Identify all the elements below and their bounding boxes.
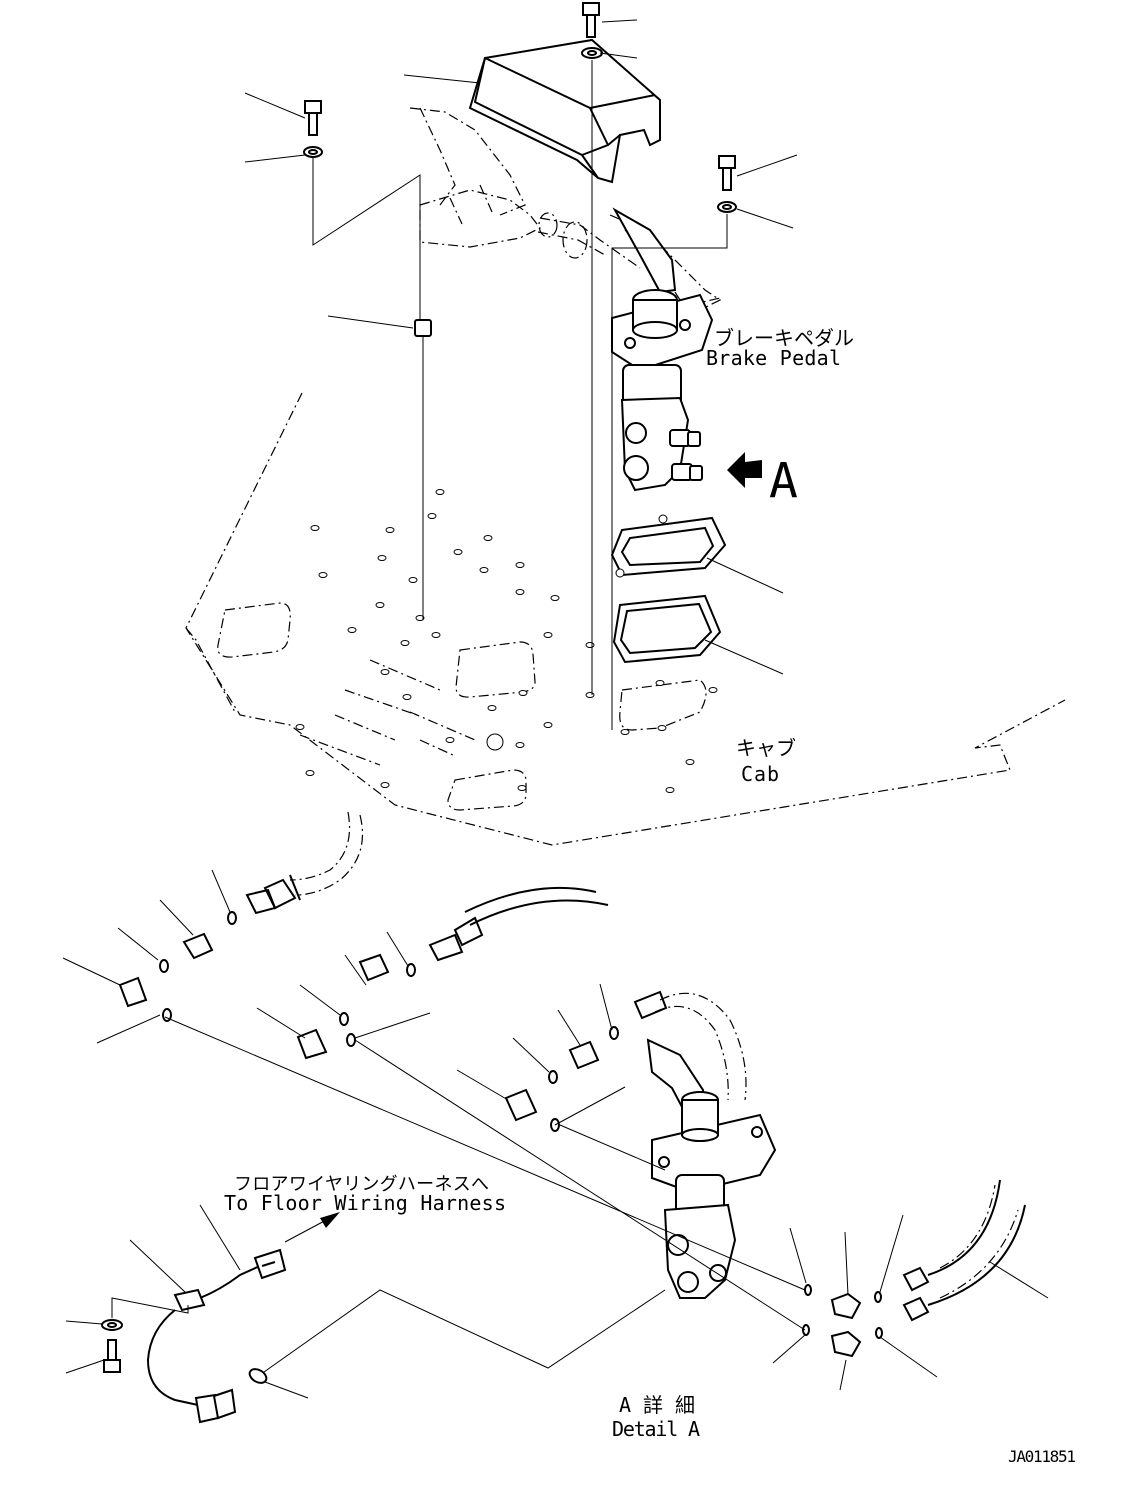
view-arrow-letter: A (769, 453, 798, 509)
view-arrow-a (727, 452, 762, 488)
cab-label-en: Cab (741, 762, 779, 786)
pressure-switch-harness (65, 1204, 666, 1424)
top-bolt (581, 2, 603, 59)
right-bolt (717, 155, 737, 213)
brake-valve-lower (646, 1038, 777, 1299)
fittings-right (802, 1179, 1026, 1358)
brake-pedal-label-en: Brake Pedal (706, 346, 841, 370)
brake-pedal-label-jp: ブレーキペダル (714, 326, 854, 350)
gasket-plate (610, 514, 727, 578)
hoses-lower (245, 811, 747, 1101)
drawing-id: JA011851 (1008, 1447, 1076, 1466)
pedal-cover (468, 38, 661, 184)
detail-label-en: Detail A (612, 1417, 700, 1441)
leader-lines-upper (244, 19, 798, 675)
left-bolt (303, 100, 323, 158)
fittings-lower (118, 911, 619, 1132)
gasket-seal (612, 594, 722, 664)
center-lines (312, 60, 728, 730)
detail-label-jp: A 詳 細 (619, 1393, 695, 1417)
harness-label-jp: フロアワイヤリングハーネスへ (234, 1174, 489, 1195)
brake-valve-upper (611, 207, 714, 492)
harness-label-en: To Floor Wiring Harness (224, 1191, 506, 1215)
cab-floor-plate (185, 392, 1066, 846)
leader-lines-lower (62, 869, 1049, 1391)
spacer (414, 319, 432, 337)
cab-label-jp: キャブ (736, 736, 796, 760)
